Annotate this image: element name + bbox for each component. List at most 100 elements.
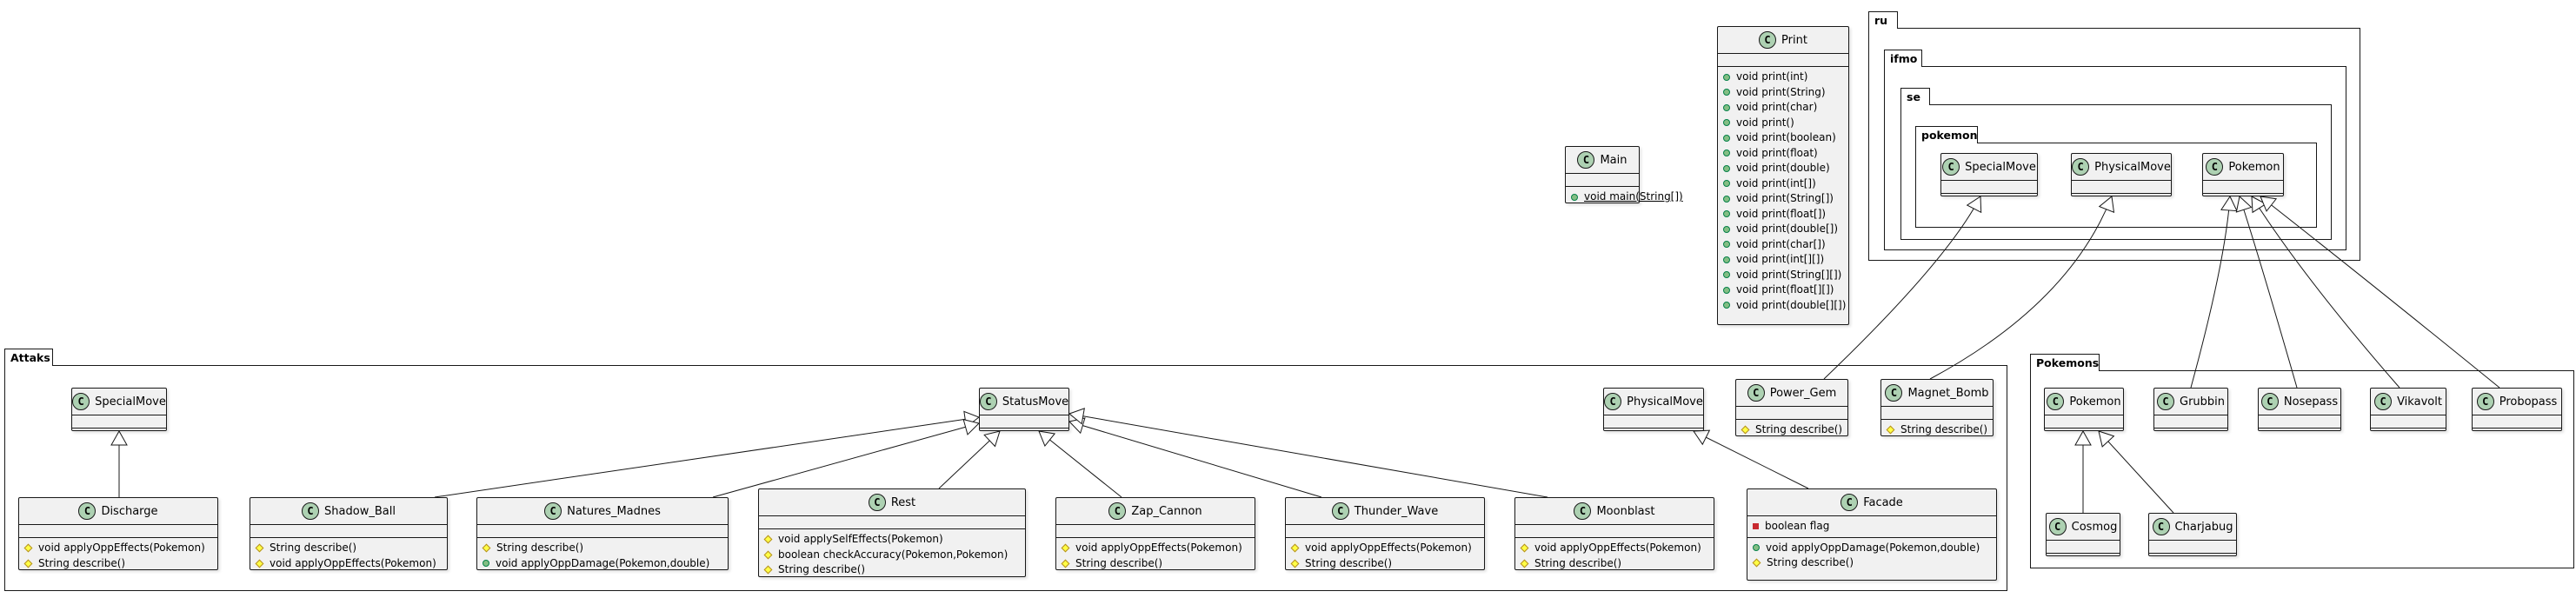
method-row: String describe() bbox=[1752, 555, 1991, 571]
public-visibility-icon bbox=[1723, 302, 1730, 309]
field-row: boolean flag bbox=[1753, 519, 1991, 535]
method-signature: void print() bbox=[1736, 116, 1794, 129]
public-visibility-icon bbox=[1571, 193, 1578, 201]
class-name: Print bbox=[1781, 33, 1807, 47]
method-row: String describe() bbox=[482, 541, 722, 556]
method-signature: String describe() bbox=[270, 542, 357, 554]
package-ifmo-label: ifmo bbox=[1884, 50, 1922, 67]
fields-section bbox=[2045, 415, 2123, 429]
method-signature: void applyOppDamage(Pokemon,double) bbox=[1766, 541, 1980, 554]
method-row: void applyOppEffects(Pokemon) bbox=[1061, 541, 1249, 556]
method-row: String describe() bbox=[1061, 556, 1249, 572]
methods-section: void applyOppDamage(Pokemon,double)Strin… bbox=[1747, 538, 1996, 574]
public-visibility-icon bbox=[1723, 150, 1730, 157]
method-signature: String describe() bbox=[38, 556, 126, 569]
class-icon: C bbox=[1577, 151, 1595, 169]
class-name: Discharge bbox=[101, 504, 158, 518]
fields-section bbox=[2154, 415, 2227, 429]
method-row: void print() bbox=[1723, 116, 1843, 131]
method-signature: void print(double[][]) bbox=[1736, 298, 1847, 311]
class-icon: C bbox=[2206, 158, 2224, 176]
method-signature: void print(char) bbox=[1736, 101, 1818, 113]
public-visibility-icon bbox=[1753, 544, 1760, 552]
method-signature: void applyOppEffects(Pokemon) bbox=[38, 542, 205, 554]
class-icon: C bbox=[2152, 518, 2170, 535]
package-se-label: se bbox=[1900, 88, 1930, 105]
package-attaks-label: Attaks bbox=[4, 349, 53, 366]
method-signature: void applyOppEffects(Pokemon) bbox=[1534, 542, 1701, 554]
package-ru bbox=[1868, 28, 2360, 261]
class-name: SpecialMove bbox=[1965, 160, 2036, 174]
package-pokemon-label: pokemon bbox=[1915, 126, 1978, 143]
method-signature: void applyOppEffects(Pokemon) bbox=[1075, 542, 1242, 554]
class-icon: C bbox=[2260, 393, 2279, 410]
class-name: Shadow_Ball bbox=[324, 504, 396, 518]
package-pokemons bbox=[2030, 370, 2574, 568]
fields-section bbox=[2203, 181, 2283, 194]
class-name: Cosmog bbox=[2071, 520, 2118, 534]
method-row: void print(char[]) bbox=[1723, 237, 1843, 253]
fields-section bbox=[477, 525, 728, 538]
methods-section bbox=[2072, 194, 2171, 206]
public-visibility-icon bbox=[1723, 256, 1730, 263]
method-row: void print(double[]) bbox=[1723, 222, 1843, 237]
methods-section: void applyOppEffects(Pokemon)String desc… bbox=[1515, 538, 1714, 574]
class-name: Moonblast bbox=[1596, 504, 1655, 518]
method-row: void print(float) bbox=[1723, 146, 1843, 162]
methods-section: String describe() bbox=[1736, 420, 1847, 441]
methods-section: void applyOppEffects(Pokemon) String desc… bbox=[1056, 538, 1255, 574]
method-row: String describe() bbox=[1741, 422, 1842, 438]
method-row: void applyOppEffects(Pokemon) bbox=[1290, 541, 1479, 556]
method-row: String describe() bbox=[255, 541, 442, 556]
method-signature: void applyOppEffects(Pokemon) bbox=[270, 556, 436, 569]
protected-visibility-icon bbox=[1520, 543, 1529, 553]
class-name: PhysicalMove bbox=[1627, 395, 1703, 409]
method-row: void print(float[][]) bbox=[1723, 282, 1843, 298]
public-visibility-icon bbox=[1723, 73, 1730, 81]
public-visibility-icon bbox=[1723, 271, 1730, 279]
method-signature: void print(int[]) bbox=[1736, 176, 1816, 189]
protected-visibility-icon bbox=[1886, 425, 1895, 435]
method-signature: void print(float) bbox=[1736, 146, 1818, 159]
fields-section bbox=[2371, 415, 2446, 429]
method-row: void print(float[]) bbox=[1723, 207, 1843, 223]
method-row: void print(String[][]) bbox=[1723, 268, 1843, 283]
methods-section bbox=[1941, 194, 2037, 206]
fields-section bbox=[1736, 407, 1847, 420]
public-visibility-icon bbox=[1723, 103, 1730, 111]
protected-visibility-icon bbox=[23, 559, 33, 568]
methods-section bbox=[980, 429, 1068, 441]
method-signature: void print(String) bbox=[1736, 85, 1826, 98]
protected-visibility-icon bbox=[255, 543, 264, 553]
fields-section bbox=[1881, 407, 1993, 420]
fields-section bbox=[1604, 415, 1703, 429]
class-name: Grubbin bbox=[2180, 395, 2226, 409]
method-row: void print(int[][]) bbox=[1723, 252, 1843, 268]
protected-visibility-icon bbox=[1290, 543, 1300, 553]
